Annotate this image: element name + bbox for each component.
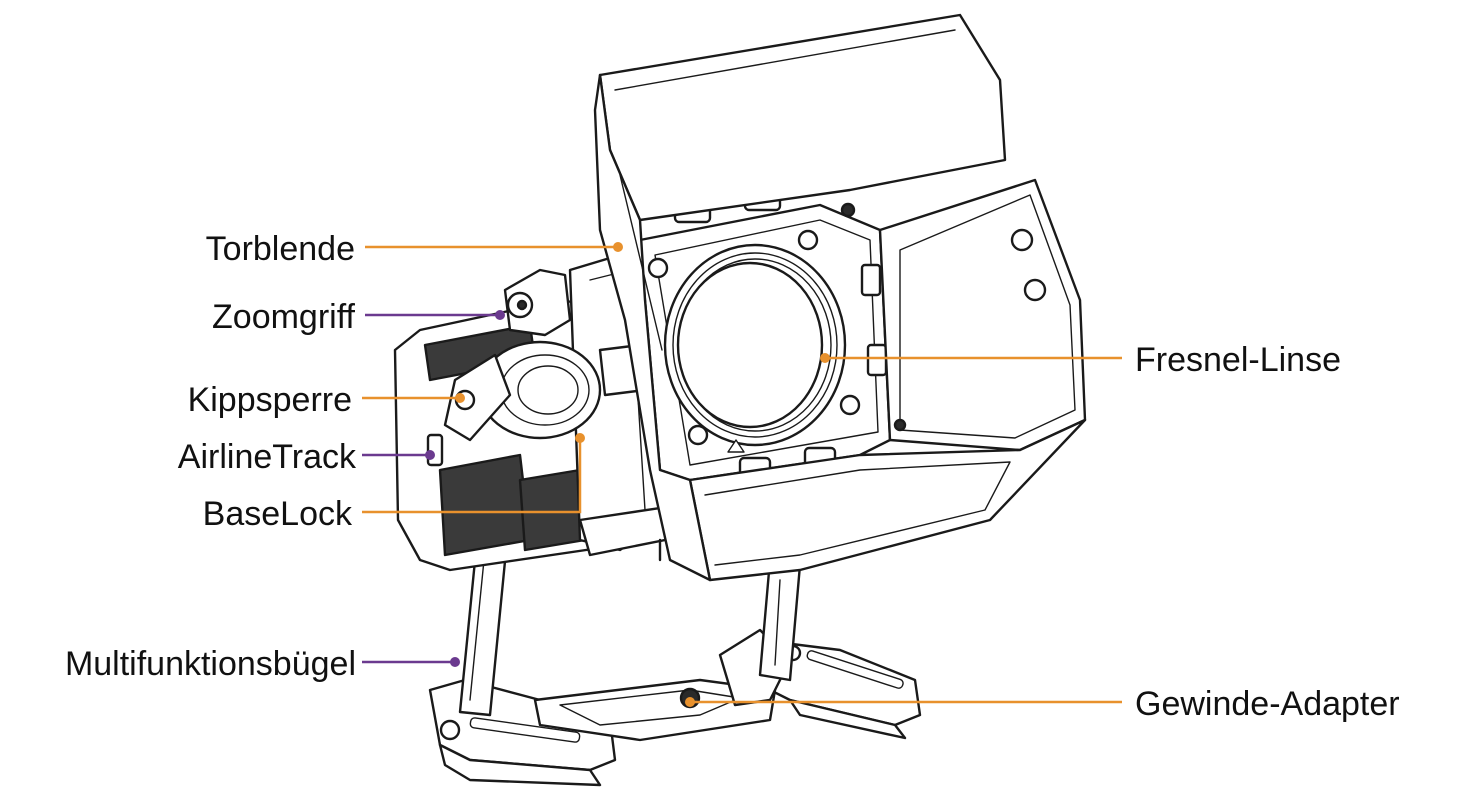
torblende-anchor-dot (613, 242, 623, 252)
barn-doors (593, 13, 1087, 582)
multi-anchor-dot (450, 657, 460, 667)
baselock-leader (362, 438, 582, 514)
label-multifunktionsbuegel: Multifunktionsbügel (65, 645, 356, 683)
label-fresnel-linse: Fresnel-Linse (1135, 341, 1341, 379)
callout-lines (362, 242, 1122, 707)
baselock-anchor-dot (575, 433, 585, 443)
fresnel-anchor-dot (820, 353, 830, 363)
label-baselock: BaseLock (203, 495, 353, 533)
label-gewinde-adapter: Gewinde-Adapter (1135, 685, 1400, 723)
housing (393, 253, 692, 572)
zoomgriff-anchor-dot (495, 310, 505, 320)
label-zoomgriff: Zoomgriff (212, 298, 356, 336)
front-plate (638, 186, 892, 486)
base-stand (428, 628, 922, 787)
callout-labels: Torblende Zoomgriff Kippsperre AirlineTr… (65, 230, 1400, 723)
fresnel-light-illustration (393, 13, 1087, 787)
label-kippsperre: Kippsperre (188, 381, 352, 419)
kippsperre-anchor-dot (455, 393, 465, 403)
label-airlinetrack: AirlineTrack (178, 438, 357, 476)
label-torblende: Torblende (206, 230, 355, 268)
airline-anchor-dot (425, 450, 435, 460)
gewinde-anchor-dot (685, 697, 695, 707)
